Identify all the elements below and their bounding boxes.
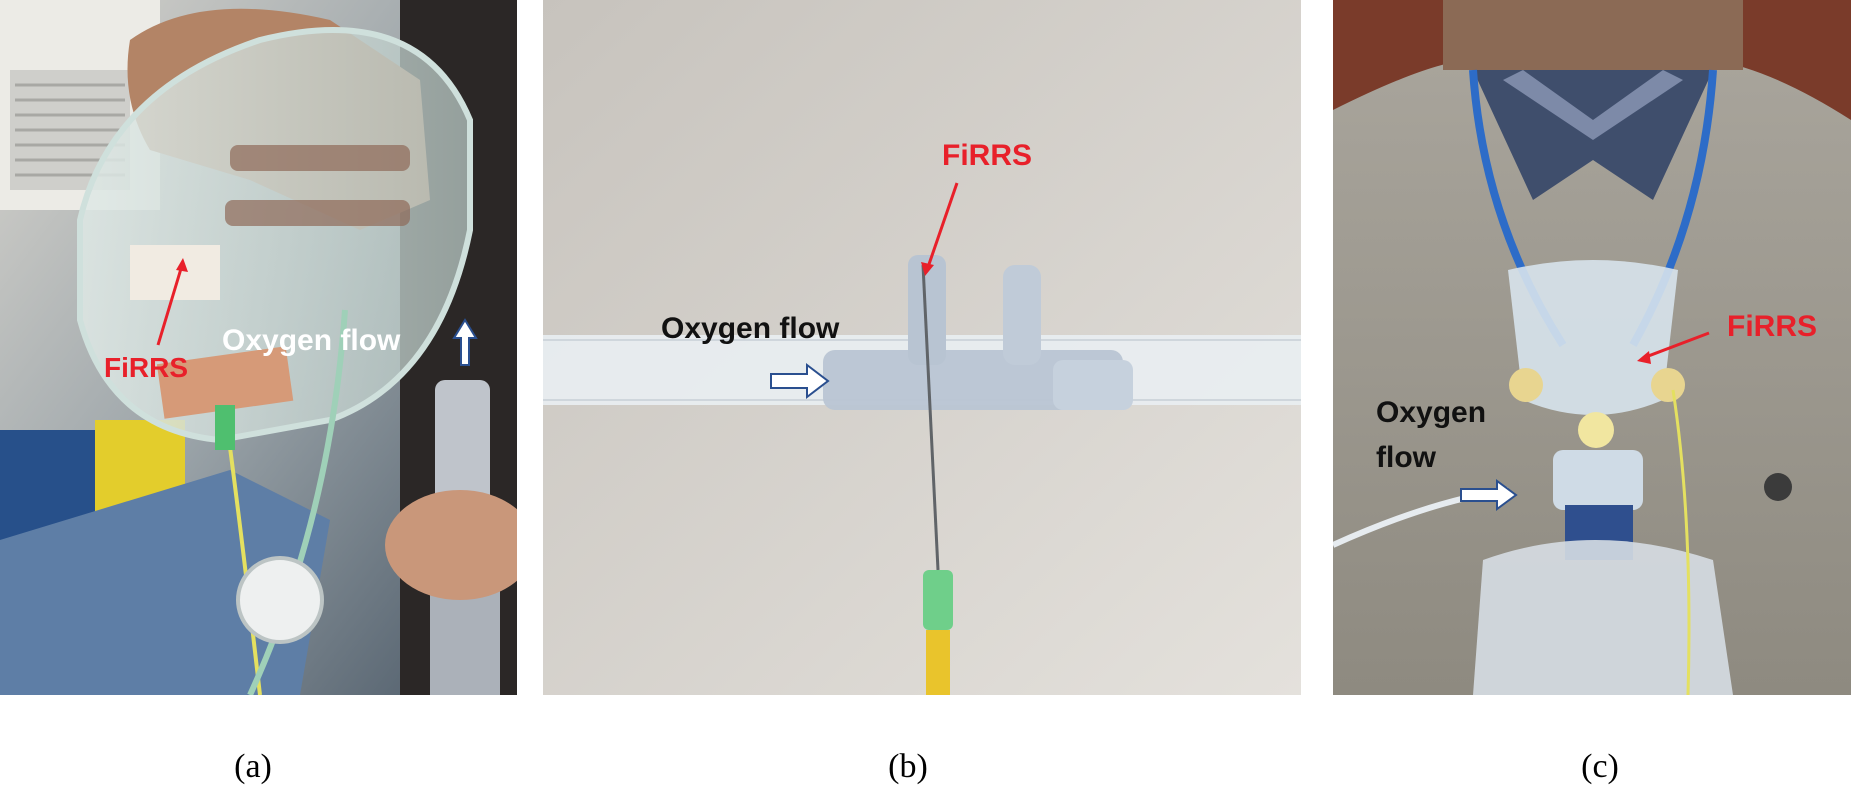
oxygen-label-line2: flow bbox=[1376, 441, 1437, 474]
oxygen-flow-label: Oxygen flow bbox=[661, 312, 840, 345]
caption-b: (b) bbox=[888, 748, 928, 785]
oxygen-mask-photo: FiRRS Oxygen flow bbox=[0, 0, 517, 695]
oxygen-flow-label: Oxygen flow bbox=[222, 324, 401, 357]
photo-panel-c: FiRRS Oxygen flow bbox=[1333, 0, 1851, 695]
caption-a: (a) bbox=[234, 748, 272, 785]
oxygen-label-line1: Oxygen bbox=[1376, 396, 1486, 429]
oxygen-flow-arrow-icon bbox=[770, 362, 830, 400]
firrs-label: FiRRS bbox=[104, 352, 188, 383]
firrs-label: FiRRS bbox=[942, 139, 1032, 172]
patient-mask-photo: FiRRS Oxygen flow bbox=[1333, 0, 1851, 695]
firrs-pointer-arrow bbox=[1642, 331, 1710, 360]
firrs-pointer-arrow bbox=[156, 261, 185, 346]
firrs-label: FiRRS bbox=[1727, 310, 1817, 343]
t-connector-photo: FiRRS Oxygen flow bbox=[543, 0, 1301, 695]
photo-panel-b: FiRRS Oxygen flow bbox=[543, 0, 1301, 695]
oxygen-flow-arrow-icon bbox=[452, 318, 478, 366]
oxygen-flow-arrow-icon bbox=[1460, 479, 1518, 511]
caption-c: (c) bbox=[1581, 748, 1619, 785]
firrs-pointer-arrow bbox=[925, 182, 959, 271]
photo-panel-a: FiRRS Oxygen flow bbox=[0, 0, 517, 695]
